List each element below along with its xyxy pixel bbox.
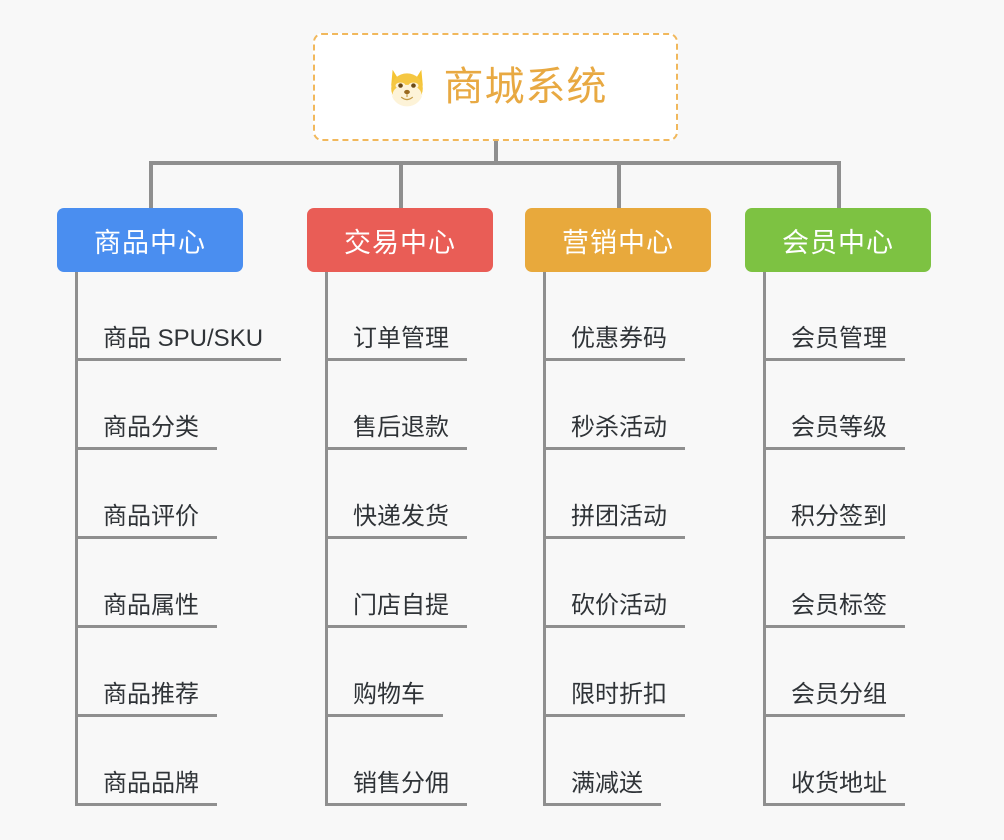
leaf-label: 会员分组 xyxy=(763,681,905,717)
leaf-label: 砍价活动 xyxy=(543,592,685,628)
leaf-label: 收货地址 xyxy=(763,770,905,806)
leaf-list-trade-center: 订单管理售后退款快递发货门店自提购物车销售分佣 xyxy=(325,272,545,806)
leaf-item[interactable]: 会员等级 xyxy=(763,361,983,450)
leaf-label: 订单管理 xyxy=(325,325,467,361)
branch-product-center: 商品中心商品 SPU/SKU 商品分类商品评价商品属性商品推荐商品品牌 xyxy=(57,208,282,806)
leaf-label: 商品属性 xyxy=(75,592,217,628)
leaf-item[interactable]: 商品评价 xyxy=(75,450,295,539)
branch-member-center: 会员中心会员管理会员等级积分签到会员标签会员分组收货地址 xyxy=(745,208,931,806)
branch-header-label: 会员中心 xyxy=(782,227,894,258)
branch-header-trade-center[interactable]: 交易中心 xyxy=(307,208,493,272)
leaf-item[interactable]: 商品分类 xyxy=(75,361,295,450)
leaf-label: 积分签到 xyxy=(763,503,905,539)
leaf-item[interactable]: 快递发货 xyxy=(325,450,545,539)
branch-header-product-center[interactable]: 商品中心 xyxy=(57,208,243,272)
leaf-item[interactable]: 拼团活动 xyxy=(543,450,763,539)
leaf-label: 售后退款 xyxy=(325,414,467,450)
branch-header-marketing-center[interactable]: 营销中心 xyxy=(525,208,711,272)
connector-root-stem xyxy=(494,141,498,164)
leaf-label: 商品分类 xyxy=(75,414,217,450)
leaf-item[interactable]: 积分签到 xyxy=(763,450,983,539)
leaf-label: 会员标签 xyxy=(763,592,905,628)
branch-trunk-marketing-center xyxy=(543,272,546,806)
branch-header-label: 交易中心 xyxy=(344,227,456,258)
leaf-item[interactable]: 砍价活动 xyxy=(543,539,763,628)
root-node[interactable]: 商城系统 xyxy=(313,33,678,141)
connector-drop-marketing-center xyxy=(617,161,621,208)
leaf-item[interactable]: 秒杀活动 xyxy=(543,361,763,450)
branch-trade-center: 交易中心订单管理售后退款快递发货门店自提购物车销售分佣 xyxy=(307,208,493,806)
connector-drop-trade-center xyxy=(399,161,403,208)
leaf-item[interactable]: 售后退款 xyxy=(325,361,545,450)
leaf-label: 商品推荐 xyxy=(75,681,217,717)
leaf-item[interactable]: 会员管理 xyxy=(763,272,983,361)
branch-header-label: 商品中心 xyxy=(94,227,206,258)
branch-trunk-trade-center xyxy=(325,272,328,806)
leaf-label: 会员等级 xyxy=(763,414,905,450)
leaf-label: 会员管理 xyxy=(763,325,905,361)
leaf-item[interactable]: 销售分佣 xyxy=(325,717,545,806)
leaf-item[interactable]: 商品 SPU/SKU xyxy=(75,272,295,361)
leaf-label: 商品品牌 xyxy=(75,770,217,806)
leaf-item[interactable]: 满减送 xyxy=(543,717,763,806)
leaf-label: 快递发货 xyxy=(325,503,467,539)
leaf-item[interactable]: 商品属性 xyxy=(75,539,295,628)
leaf-list-member-center: 会员管理会员等级积分签到会员标签会员分组收货地址 xyxy=(763,272,983,806)
leaf-item[interactable]: 商品推荐 xyxy=(75,628,295,717)
leaf-item[interactable]: 限时折扣 xyxy=(543,628,763,717)
leaf-label: 拼团活动 xyxy=(543,503,685,539)
branch-trunk-member-center xyxy=(763,272,766,806)
leaf-list-product-center: 商品 SPU/SKU 商品分类商品评价商品属性商品推荐商品品牌 xyxy=(75,272,295,806)
leaf-label: 商品评价 xyxy=(75,503,217,539)
leaf-list-marketing-center: 优惠券码秒杀活动拼团活动砍价活动限时折扣满减送 xyxy=(543,272,763,806)
leaf-label: 门店自提 xyxy=(325,592,467,628)
leaf-item[interactable]: 会员分组 xyxy=(763,628,983,717)
leaf-item[interactable]: 订单管理 xyxy=(325,272,545,361)
leaf-item[interactable]: 购物车 xyxy=(325,628,545,717)
branch-trunk-product-center xyxy=(75,272,78,806)
connector-drop-product-center xyxy=(149,161,153,208)
leaf-item[interactable]: 门店自提 xyxy=(325,539,545,628)
leaf-label: 秒杀活动 xyxy=(543,414,685,450)
leaf-item[interactable]: 会员标签 xyxy=(763,539,983,628)
branch-marketing-center: 营销中心优惠券码秒杀活动拼团活动砍价活动限时折扣满减送 xyxy=(525,208,711,806)
branch-header-label: 营销中心 xyxy=(562,227,674,258)
leaf-item[interactable]: 商品品牌 xyxy=(75,717,295,806)
leaf-label: 限时折扣 xyxy=(543,681,685,717)
leaf-label: 购物车 xyxy=(325,681,443,717)
leaf-label: 满减送 xyxy=(543,770,661,806)
branch-header-member-center[interactable]: 会员中心 xyxy=(745,208,931,272)
connector-drop-member-center xyxy=(837,161,841,208)
connector-horizontal-bus xyxy=(149,161,841,165)
leaf-item[interactable]: 收货地址 xyxy=(763,717,983,806)
leaf-item[interactable]: 优惠券码 xyxy=(543,272,763,361)
leaf-label: 商品 SPU/SKU xyxy=(75,325,282,361)
leaf-label: 销售分佣 xyxy=(325,770,467,806)
shiba-dog-emoji-icon xyxy=(384,64,430,110)
leaf-label: 优惠券码 xyxy=(543,325,685,361)
root-title: 商城系统 xyxy=(443,65,608,109)
